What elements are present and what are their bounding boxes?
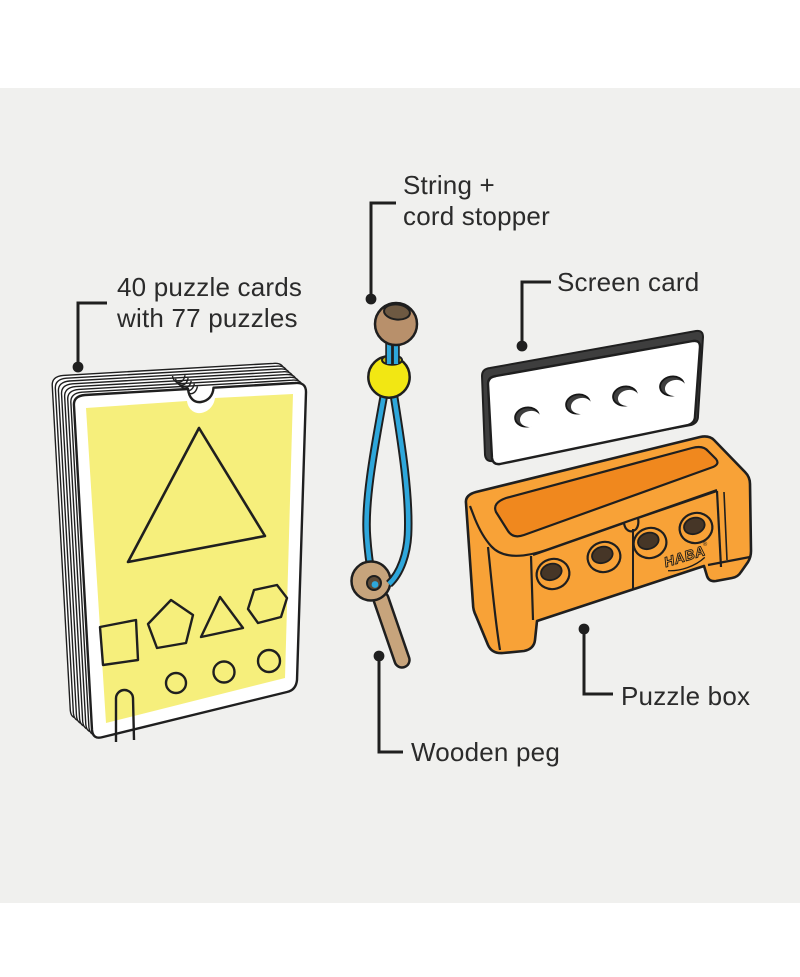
screen-card-face xyxy=(486,339,702,466)
leader-lines xyxy=(72,201,613,754)
card-shape-slot xyxy=(114,688,136,742)
label-puzzle-cards: 40 puzzle cards with 77 puzzles xyxy=(117,272,302,334)
leader-screen-card xyxy=(516,280,551,352)
card-shape-hexagon xyxy=(246,583,289,625)
box-top-slot xyxy=(494,445,719,538)
label-string-line1: String + xyxy=(403,170,495,200)
string-in-hole xyxy=(371,581,379,588)
card-shape-pentagon xyxy=(146,598,195,650)
leader-string-stopper xyxy=(365,201,396,305)
card-shape-circle-1 xyxy=(164,671,188,695)
registered-mark: ® xyxy=(702,540,709,548)
string-right-strand xyxy=(385,395,413,588)
label-puzzle-cards-line2: with 77 puzzles xyxy=(117,303,298,333)
card-shape-triangle-large xyxy=(126,426,267,564)
label-wooden-peg: Wooden peg xyxy=(411,737,560,767)
wooden-peg-stick xyxy=(372,590,411,669)
card-shape-circle-2 xyxy=(212,660,236,684)
label-puzzle-cards-line1: 40 puzzle cards xyxy=(117,272,303,302)
label-string-line2: cord stopper xyxy=(403,201,550,231)
leader-puzzle-cards xyxy=(72,301,107,373)
card-shape-circle-3 xyxy=(256,648,282,674)
wooden-bead-hole xyxy=(383,303,411,321)
string-cord-stopper-peg xyxy=(350,301,419,669)
screen-card-holes xyxy=(514,375,686,428)
box-holes xyxy=(535,511,714,591)
label-string-stopper: String + cord stopper xyxy=(403,170,550,232)
label-screen-card: Screen card xyxy=(557,267,700,297)
leader-wooden-peg xyxy=(373,650,403,754)
leader-puzzle-box xyxy=(578,623,613,696)
puzzle-box: HABA ® xyxy=(464,435,753,655)
box-edge-lines xyxy=(468,488,751,651)
card-shape-triangle-small xyxy=(199,595,245,639)
card-shape-square xyxy=(98,618,140,667)
label-puzzle-box: Puzzle box xyxy=(621,681,751,711)
screen-card xyxy=(481,329,704,466)
puzzle-cards-stack xyxy=(51,362,308,742)
